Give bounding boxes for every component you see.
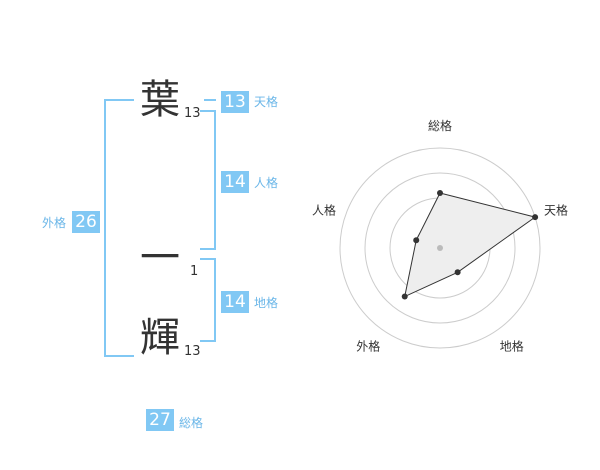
radar-ring — [339, 147, 541, 349]
jinkaku-value: 14 — [221, 171, 249, 193]
name-char-3: 輝 — [140, 315, 180, 361]
radar-axis-label-4: 人格 — [312, 202, 336, 217]
soukaku-value: 27 — [146, 409, 174, 431]
radar-point-2 — [454, 269, 461, 276]
radar-axis-label-2: 地格 — [500, 339, 524, 354]
tenkaku-value: 13 — [221, 91, 249, 113]
chikaku-value: 14 — [221, 291, 249, 313]
radar-points — [401, 190, 539, 300]
radar-ring — [364, 172, 516, 324]
stroke-count-2: 1 — [190, 264, 199, 279]
radar-center — [437, 245, 443, 251]
stroke-count-3: 13 — [184, 344, 201, 359]
gaikaku-label: 外格 — [42, 216, 67, 230]
radar-point-4 — [413, 237, 420, 244]
radar-area — [404, 192, 537, 298]
radar-axis-label-1: 天格 — [544, 202, 568, 217]
chikaku-label: 地格 — [254, 296, 279, 310]
chikaku-bracket — [200, 258, 216, 342]
radar-axis-label-0: 総格 — [428, 118, 452, 133]
tenkaku-label: 天格 — [254, 95, 279, 109]
radar-point-3 — [401, 293, 408, 300]
jinkaku-label: 人格 — [254, 176, 279, 190]
outer-bracket — [104, 99, 134, 357]
soukaku-label: 総格 — [179, 416, 204, 430]
name-char-2: 一 — [140, 235, 180, 281]
jinkaku-bracket — [200, 110, 216, 250]
radar-axis-label-3: 外格 — [356, 339, 380, 354]
tenkaku-tick — [204, 99, 216, 101]
stroke-count-1: 13 — [184, 106, 201, 121]
gaikaku-value: 26 — [72, 211, 100, 233]
name-char-1: 葉 — [140, 77, 180, 123]
radar-point-0 — [437, 190, 443, 196]
radar-point-1 — [532, 214, 539, 221]
